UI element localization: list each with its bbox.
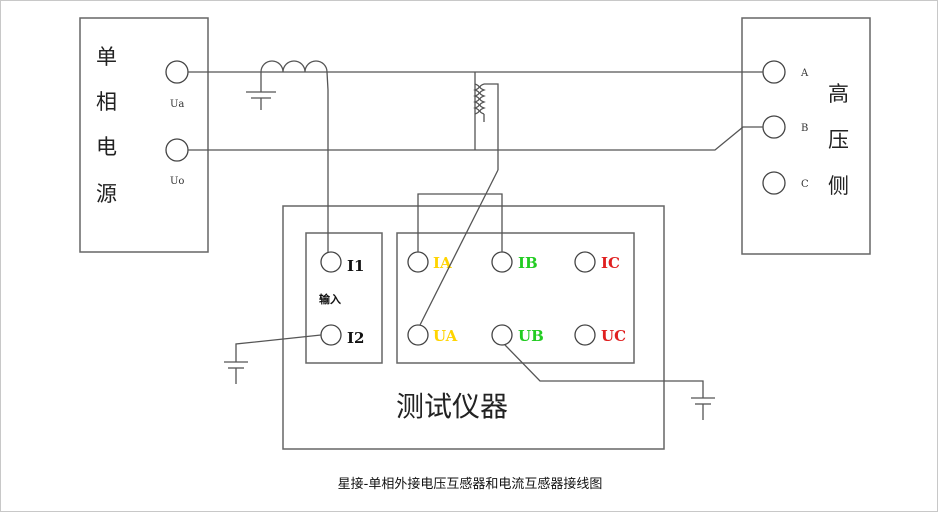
ia-label: IA: [433, 254, 452, 272]
ia-terminal[interactable]: [407, 251, 429, 273]
i2-terminal[interactable]: [320, 324, 342, 346]
vt-coil-primary: [473, 83, 480, 115]
ic-terminal[interactable]: [574, 251, 596, 273]
ua-label: UA: [433, 327, 458, 345]
instrument-title: 测试仪器: [396, 390, 508, 423]
source-ua-terminal[interactable]: [165, 60, 189, 84]
high-b-label: B: [801, 123, 808, 134]
high-c-terminal[interactable]: [762, 171, 786, 195]
source-title-char-3: 电: [96, 135, 117, 159]
source-title-char-1: 单: [96, 45, 117, 69]
wire-ub-to-ground: [504, 344, 704, 398]
high-a-label: A: [800, 68, 809, 79]
high-c-label: C: [801, 179, 809, 190]
source-title-char-2: 相: [96, 90, 117, 114]
i1-label: I1: [347, 257, 364, 275]
high-side-title-char-1: 高: [828, 82, 849, 106]
high-a-terminal[interactable]: [762, 60, 786, 84]
ib-label: IB: [518, 254, 538, 272]
wire-ia-ib-jumper: [417, 193, 503, 252]
i2-label: I2: [347, 329, 364, 347]
current-transformer-coil: [260, 60, 328, 73]
source-uo-terminal[interactable]: [165, 138, 189, 162]
high-b-terminal[interactable]: [762, 115, 786, 139]
ub-label: UB: [518, 327, 544, 345]
uc-label: UC: [601, 327, 626, 345]
uc-terminal[interactable]: [574, 324, 596, 346]
high-side-box: [741, 17, 871, 255]
source-ua-label: Ua: [170, 99, 184, 110]
source-uo-label: Uo: [170, 176, 184, 187]
wire-uo-to-b: [188, 126, 763, 151]
channel-panel: [396, 232, 635, 364]
diagram-caption: 星接-单相外接电压互感器和电流互感器接线图: [338, 476, 603, 492]
vt-coil-secondary: [479, 83, 486, 115]
i1-terminal[interactable]: [320, 251, 342, 273]
wire-ct-to-i1: [326, 71, 329, 252]
ib-terminal[interactable]: [491, 251, 513, 273]
high-side-title-char-2: 压: [828, 128, 849, 152]
vt-secondary-lead: [484, 83, 499, 150]
ua-terminal[interactable]: [407, 324, 429, 346]
input-panel: [305, 232, 383, 364]
wire-i2-to-ground: [235, 334, 322, 362]
source-title-char-4: 源: [96, 182, 117, 206]
input-label: 输入: [319, 292, 341, 306]
ic-label: IC: [601, 254, 620, 272]
source-box: [79, 17, 209, 253]
wire-vt-to-ua: [419, 169, 499, 326]
high-side-title-char-3: 侧: [828, 174, 849, 198]
ub-terminal[interactable]: [491, 324, 513, 346]
